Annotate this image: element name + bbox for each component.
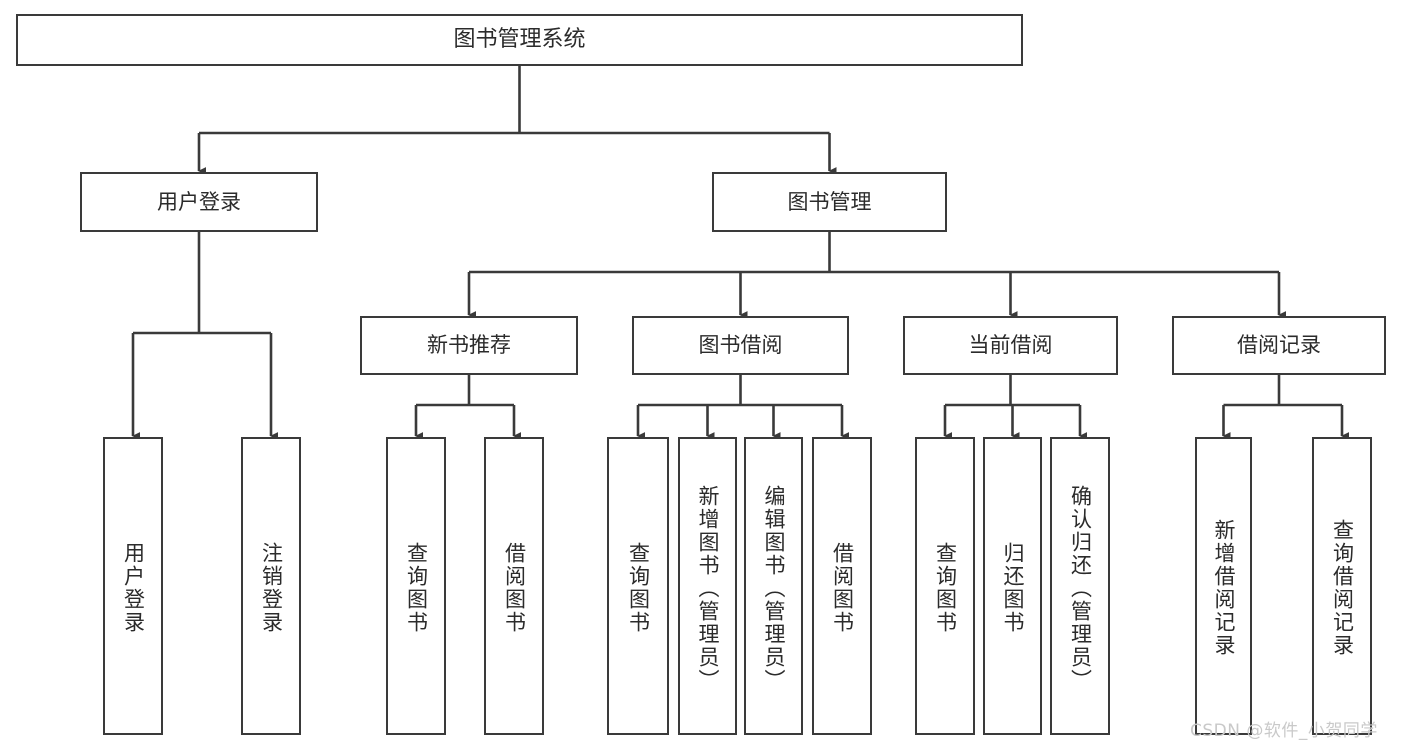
node-label: 当前借阅: [968, 333, 1053, 357]
node-label: 查询图书: [626, 542, 651, 634]
node-label: 用户登录: [157, 189, 241, 214]
node-label: 归还图书: [1001, 542, 1025, 634]
node-leaf-query-book-1[interactable]: 查询图书: [386, 437, 446, 735]
node-borrow-record[interactable]: 借阅记录: [1172, 316, 1386, 375]
node-label: 查询借阅记录: [1330, 519, 1355, 657]
node-label: 用户登录: [121, 542, 146, 634]
node-label: 确认归还（管理员）: [1068, 484, 1093, 692]
node-book-borrow[interactable]: 图书借阅: [632, 316, 849, 375]
node-label: 编辑图书（管理员）: [762, 484, 786, 692]
node-label: 借阅记录: [1237, 333, 1321, 357]
node-label: 图书管理: [787, 189, 872, 214]
node-leaf-return-book[interactable]: 归还图书: [983, 437, 1042, 735]
node-leaf-add-record[interactable]: 新增借阅记录: [1195, 437, 1252, 735]
node-label: 借阅图书: [830, 542, 855, 634]
node-label: 借阅图书: [502, 542, 527, 634]
node-leaf-edit-book[interactable]: 编辑图书（管理员）: [744, 437, 803, 735]
node-leaf-borrow-book-1[interactable]: 借阅图书: [484, 437, 544, 735]
node-leaf-add-book[interactable]: 新增图书（管理员）: [678, 437, 737, 735]
node-label: 新书推荐: [427, 333, 511, 357]
node-leaf-user-login[interactable]: 用户登录: [103, 437, 163, 735]
node-user-login[interactable]: 用户登录: [80, 172, 318, 232]
csdn-watermark: CSDN @软件_小贺同学: [1190, 721, 1378, 741]
node-new-book-rec[interactable]: 新书推荐: [360, 316, 578, 375]
node-label: 查询图书: [933, 542, 958, 634]
node-label: 新增借阅记录: [1212, 519, 1236, 657]
node-leaf-borrow-book-2[interactable]: 借阅图书: [812, 437, 872, 735]
edge-layer: [131, 66, 1350, 440]
node-label: 注销登录: [259, 542, 284, 634]
node-label: 查询图书: [404, 542, 429, 634]
node-leaf-logout[interactable]: 注销登录: [241, 437, 301, 735]
node-current-borrow[interactable]: 当前借阅: [903, 316, 1118, 375]
node-label: 新增图书（管理员）: [696, 484, 720, 692]
node-leaf-query-record[interactable]: 查询借阅记录: [1312, 437, 1372, 735]
node-label: 图书借阅: [698, 333, 783, 357]
node-label: 图书管理系统: [453, 27, 586, 52]
node-leaf-confirm-return[interactable]: 确认归还（管理员）: [1050, 437, 1110, 735]
node-leaf-query-book-3[interactable]: 查询图书: [915, 437, 975, 735]
node-book-manage[interactable]: 图书管理: [712, 172, 947, 232]
node-leaf-query-book-2[interactable]: 查询图书: [607, 437, 669, 735]
node-root[interactable]: 图书管理系统: [16, 14, 1023, 66]
